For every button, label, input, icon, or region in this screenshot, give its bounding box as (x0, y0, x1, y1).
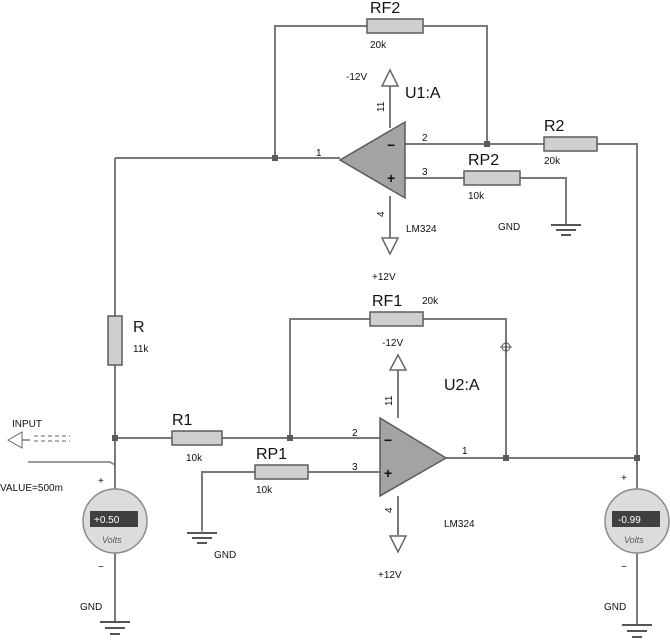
supply-arrow-down-icon (388, 535, 408, 554)
junction-dot (634, 455, 640, 461)
supply-arrow-down-icon (380, 237, 400, 256)
voltmeter-right: -0.99 Volts + − (604, 473, 670, 573)
u2-vpos-supply: +12V (378, 535, 408, 581)
meter2-gnd-label: GND (604, 602, 626, 613)
voltmeter-right-minus: − (621, 562, 627, 573)
input-source: INPUT VALUE=500m (0, 419, 70, 494)
u1-plus-sign: + (387, 170, 395, 186)
ground-meter-right: GND (604, 602, 652, 638)
opamp-u2: − + 2 3 1 11 4 U2:A LM324 (352, 377, 480, 530)
ground-icon (551, 224, 581, 236)
ground-icon (100, 621, 130, 635)
rf2-label: RF2 (370, 0, 400, 17)
wires (28, 25, 638, 625)
u1-name: U1:A (405, 85, 441, 102)
junction-dot (272, 155, 278, 161)
ground-rp1: GND (187, 530, 236, 561)
voltmeter-left-plus: + (98, 476, 104, 487)
rp2-label: RP2 (468, 152, 499, 169)
u1-pin-out: 1 (316, 148, 322, 159)
input-label: INPUT (12, 419, 42, 430)
voltmeter-left-unit: Volts (102, 535, 122, 545)
rp1-gnd-label: GND (214, 550, 236, 561)
u1-pos-label: +12V (372, 272, 396, 283)
meter1-gnd-label: GND (80, 602, 102, 613)
u2-neg-label: -12V (382, 338, 403, 349)
u1-pin-vpos: 4 (376, 211, 387, 217)
resistor-r1: R1 10k (171, 412, 223, 464)
voltmeter-right-unit: Volts (624, 535, 644, 545)
u2-pin-vpos: 4 (384, 507, 395, 513)
voltmeter-right-plus: + (621, 473, 627, 484)
u1-pin-noninv: 3 (422, 167, 428, 178)
voltmeter-left-minus: − (98, 562, 104, 573)
rf1-value: 20k (422, 296, 439, 307)
input-value: VALUE=500m (0, 483, 63, 494)
u1-part: LM324 (406, 224, 437, 235)
resistor-r2: R2 20k (543, 118, 598, 167)
supply-arrow-up-icon (380, 68, 400, 87)
r2-label: R2 (544, 118, 565, 135)
u2-pin-noninv: 3 (352, 462, 358, 473)
u1-minus-sign: − (387, 137, 395, 153)
u2-pin-out: 1 (462, 446, 468, 457)
u2-part: LM324 (444, 519, 475, 530)
ground-icon (622, 624, 652, 638)
u1-vneg-supply: -12V (346, 68, 400, 87)
resistor-rf1: RF1 20k (369, 293, 439, 327)
resistor-r: R 11k (107, 315, 149, 366)
input-terminal-icon (6, 431, 23, 449)
u2-minus-sign: − (384, 432, 392, 448)
u2-name: U2:A (444, 377, 480, 394)
resistor-rp2: RP2 10k (463, 152, 521, 202)
junction-dot (112, 435, 118, 441)
rf2-value: 20k (370, 40, 387, 51)
r-value: 11k (133, 344, 149, 355)
junction-dot (503, 455, 509, 461)
u2-pos-label: +12V (378, 570, 402, 581)
voltmeter-left: +0.50 Volts + − (82, 476, 148, 573)
junction-dot (287, 435, 293, 441)
opamp-u1: − + 1 2 3 11 4 U1:A LM324 (316, 85, 441, 235)
u2-vneg-supply: -12V (382, 338, 408, 371)
rp1-value: 10k (256, 485, 273, 496)
ground-meter-left: GND (80, 602, 130, 635)
junctions (112, 141, 640, 461)
u1-vpos-supply: +12V (372, 237, 400, 283)
supply-arrow-up-icon (388, 353, 408, 371)
u1-pin-inv: 2 (422, 133, 428, 144)
rp2-value: 10k (468, 191, 485, 202)
r1-label: R1 (172, 412, 193, 429)
ground-u1: GND (498, 222, 581, 236)
rf1-label: RF1 (372, 293, 402, 310)
resistor-rf2: RF2 20k (366, 0, 424, 51)
rp1-label: RP1 (256, 446, 287, 463)
junction-dot (484, 141, 490, 147)
u1-pin-vneg: 11 (376, 101, 387, 112)
u2-plus-sign: + (384, 465, 392, 481)
voltmeter-right-reading: -0.99 (618, 515, 641, 526)
u1-gnd-label: GND (498, 222, 520, 233)
u2-pin-inv: 2 (352, 428, 358, 439)
voltmeter-left-reading: +0.50 (94, 515, 120, 526)
r2-value: 20k (544, 156, 561, 167)
u2-pin-vneg: 11 (384, 395, 395, 406)
resistor-rp1: RP1 10k (254, 446, 309, 496)
ground-icon (187, 532, 217, 544)
r1-value: 10k (186, 453, 203, 464)
u1-neg-label: -12V (346, 72, 367, 83)
r-label: R (133, 319, 145, 336)
